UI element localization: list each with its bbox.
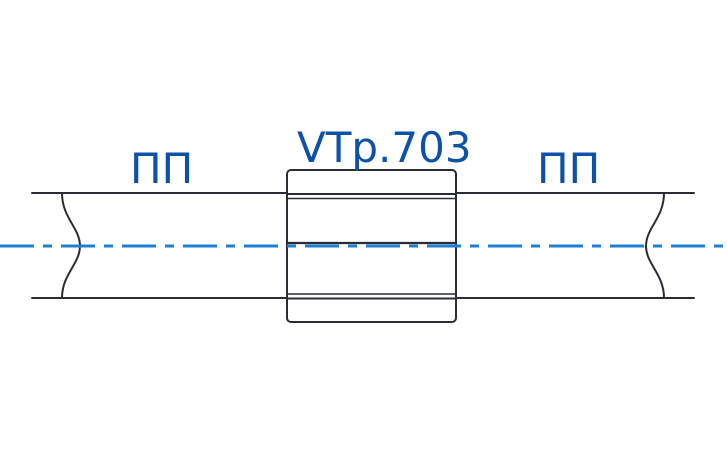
right-pipe-break-line: [645, 192, 695, 299]
right-pipe-segment: [455, 192, 695, 299]
right-pipe-label: ПП: [537, 144, 600, 193]
fitting-label: VTp.703: [297, 123, 472, 172]
left-pipe-label: ПП: [130, 144, 193, 193]
